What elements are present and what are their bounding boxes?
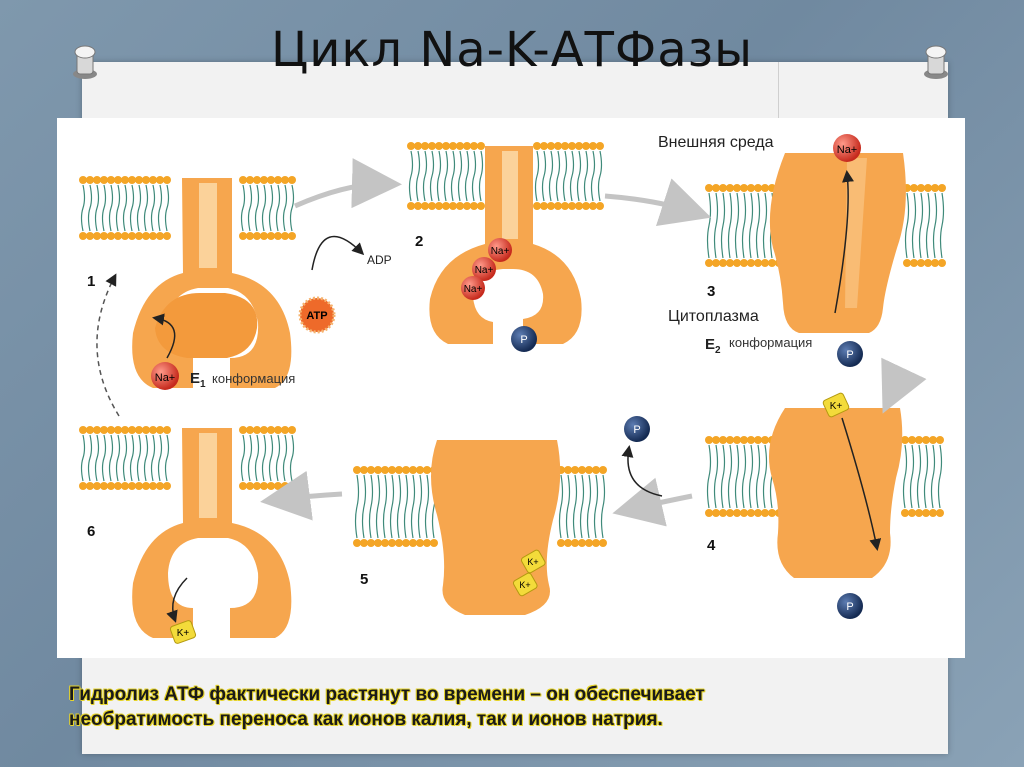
na-ion: Na+	[488, 238, 512, 262]
caption-line-1: Гидролиз АТФ фактически растянут во врем…	[69, 684, 705, 705]
na-ion: Na+	[151, 362, 179, 390]
protein-state-5	[431, 440, 561, 615]
svg-text:K+: K+	[830, 401, 843, 412]
diagram-svg: Na+ Na+ Na+ Na+ Na+ ATP ADP	[79, 134, 946, 644]
pushpin-icon	[73, 45, 97, 79]
svg-text:Na+: Na+	[464, 284, 483, 295]
slide-caption: Гидролиз АТФ фактически растянут во врем…	[69, 682, 959, 732]
e1-conformation-symbol: E1	[190, 370, 206, 390]
svg-text:P: P	[846, 349, 853, 361]
flow-arrow-2-3	[604, 178, 712, 226]
svg-text:Na+: Na+	[155, 372, 176, 384]
step-number-3: 3	[707, 283, 715, 300]
lipid-bilayer-segment	[901, 436, 944, 517]
lipid-bilayer-segment	[903, 184, 946, 267]
phosphate: P	[624, 416, 650, 442]
outer-environment-label: Внешняя среда	[658, 134, 774, 151]
svg-text:ATP: ATP	[306, 310, 327, 322]
svg-text:Na+: Na+	[837, 144, 858, 156]
step-number-1: 1	[87, 273, 95, 290]
caption-line-2: необратимость переноса как ионов калия, …	[69, 709, 663, 730]
lipid-bilayer-segment	[239, 426, 296, 490]
lipid-bilayer-segment	[79, 176, 171, 240]
protein-state-1	[132, 178, 292, 388]
svg-text:P: P	[520, 334, 527, 346]
protein-state-3	[769, 153, 906, 333]
lipid-bilayer-segment	[533, 142, 604, 210]
k-ion: K+	[512, 572, 538, 597]
e2-conformation-label: конформация	[729, 335, 812, 350]
phosphate: P	[837, 341, 863, 367]
svg-text:P: P	[846, 601, 853, 613]
e2-conformation-symbol: E2	[705, 336, 721, 356]
svg-text:Na+: Na+	[491, 246, 510, 257]
return-arrow-6-1	[96, 273, 120, 417]
e1-conformation-label: конформация	[212, 371, 295, 386]
step-number-4: 4	[707, 537, 716, 554]
svg-text:K+: K+	[527, 557, 538, 567]
adp-release-arrow	[311, 235, 365, 271]
lipid-bilayer-segment	[353, 466, 438, 547]
step-number-6: 6	[87, 523, 95, 540]
flow-arrow-5-6	[260, 470, 343, 521]
phosphate: P	[837, 593, 863, 619]
lipid-bilayer-segment	[407, 142, 485, 210]
na-transport-arrow	[834, 170, 854, 314]
na-ion: Na+	[461, 276, 485, 300]
cytoplasm-label: Цитоплазма	[668, 308, 759, 325]
k-ion: K+	[822, 392, 850, 418]
k-exit-arrow	[166, 577, 188, 623]
pushpin-icon	[924, 45, 948, 79]
flow-arrow-1-2	[293, 158, 402, 209]
adp-label: ADP	[367, 253, 392, 267]
k-ion: K+	[169, 620, 197, 644]
svg-text:K+: K+	[519, 580, 530, 590]
svg-text:Na+: Na+	[475, 265, 494, 276]
k-transport-arrow	[841, 417, 882, 551]
k-ion: K+	[520, 549, 546, 574]
atp-molecule: ATP	[298, 296, 336, 334]
slide-title: Цикл Na-K-АТФазы	[270, 22, 754, 78]
protein-state-6	[132, 428, 292, 638]
na-ion: Na+	[833, 134, 861, 162]
flow-arrow-4-5	[612, 477, 693, 527]
p-release-arrow	[621, 445, 663, 497]
protein-state-4	[768, 408, 903, 578]
step-number-5: 5	[360, 571, 368, 588]
lipid-bilayer-segment	[79, 426, 171, 490]
flow-arrow-3-4	[881, 357, 927, 414]
atpase-cycle-diagram: Na+ Na+ Na+ Na+ Na+ ATP ADP	[57, 118, 965, 658]
svg-text:K+: K+	[177, 628, 190, 639]
na-entry-arrow	[152, 313, 176, 359]
svg-text:P: P	[633, 424, 640, 436]
step-number-2: 2	[415, 233, 423, 250]
na-ion: Na+	[472, 257, 496, 281]
lipid-bilayer-segment	[557, 466, 607, 547]
phosphate: P	[511, 326, 537, 352]
lipid-bilayer-segment	[239, 176, 296, 240]
